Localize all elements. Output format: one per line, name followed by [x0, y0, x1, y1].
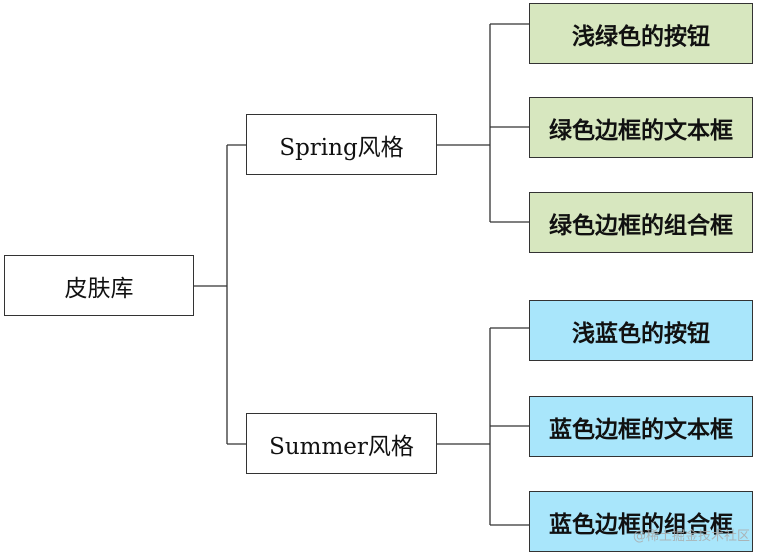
spring-leaf-label: 绿色边框的组合框 [549, 211, 733, 239]
spring-style-node: Spring风格 [246, 114, 437, 175]
spring-leaf-label: 绿色边框的文本框 [549, 116, 733, 144]
summer-leaf-label: 浅蓝色的按钮 [572, 319, 710, 347]
spring-leaf-label: 浅绿色的按钮 [572, 22, 710, 50]
summer-leaf-node: 蓝色边框的组合框 [529, 491, 753, 552]
summer-style-node: Summer风格 [246, 413, 437, 474]
summer-leaf-label: 蓝色边框的组合框 [549, 510, 733, 538]
spring-style-label: Spring风格 [279, 134, 404, 161]
spring-leaf-node: 绿色边框的组合框 [529, 192, 753, 253]
summer-leaf-node: 浅蓝色的按钮 [529, 300, 753, 361]
summer-style-label: Summer风格 [269, 433, 414, 460]
root-node: 皮肤库 [4, 255, 194, 316]
spring-leaf-node: 绿色边框的文本框 [529, 97, 753, 158]
spring-leaf-node: 浅绿色的按钮 [529, 3, 753, 64]
root-node-label: 皮肤库 [64, 275, 134, 302]
summer-leaf-node: 蓝色边框的文本框 [529, 396, 753, 457]
summer-leaf-label: 蓝色边框的文本框 [549, 415, 733, 443]
